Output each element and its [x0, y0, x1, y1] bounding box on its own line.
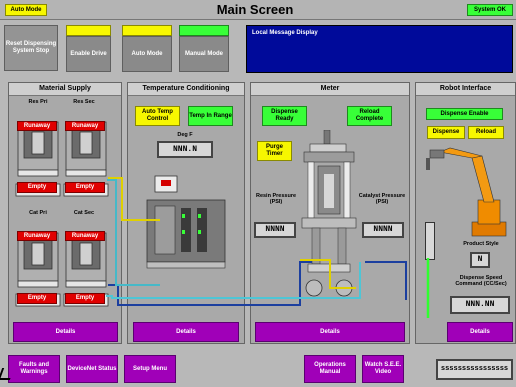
dispense-indicator: Dispense [427, 126, 465, 139]
reload-complete: Reload Complete [347, 106, 392, 126]
temperature-details-button[interactable]: Details [133, 322, 239, 342]
dispense-speed-readout: NNN.NN [450, 296, 510, 314]
resin-pressure-readout: NNNN [254, 222, 296, 238]
meter-title: Meter [251, 83, 409, 96]
catalyst-pressure-readout: NNNN [362, 222, 404, 238]
devicenet-status-button[interactable]: DeviceNet Status [66, 355, 118, 383]
robot-arm-graphic [426, 147, 507, 237]
setup-menu-button[interactable]: Setup Menu [124, 355, 176, 383]
auto-mode-badge: Auto Mode [5, 4, 47, 16]
temp-in-range: Temp In Range [188, 106, 233, 126]
heat-exchanger-graphic [146, 175, 226, 269]
res-pri-label: Res Pri [28, 99, 48, 105]
robot-title: Robot Interface [416, 83, 515, 96]
runaway-cat-pri: Runaway [17, 231, 57, 241]
system-status-badge: System OK [467, 4, 513, 16]
runaway-res-sec: Runaway [65, 121, 105, 131]
temperature-readout: NNN.N [157, 141, 213, 158]
auto-mode-indicator [122, 25, 172, 36]
resin-pressure-label: Resin Pressure (PSI) [255, 193, 297, 205]
cat-pri-label: Cat Pri [29, 210, 47, 216]
manual-mode-indicator [179, 25, 229, 36]
robot-details-button[interactable]: Details [447, 322, 513, 342]
product-style-readout: N [470, 252, 490, 268]
empty-cat-pri: Empty [17, 293, 57, 304]
message-label: Local Message Display [252, 30, 318, 36]
enable-drive-indicator [66, 25, 111, 36]
auto-mode-button[interactable]: Auto Mode [122, 36, 172, 72]
header-bar [0, 0, 516, 20]
page-title: Main Screen [216, 2, 294, 17]
auto-temp-control[interactable]: Auto Temp Control [135, 106, 180, 126]
product-style-label: Product Style [463, 241, 499, 247]
meter-details-button[interactable]: Details [255, 322, 405, 342]
dispense-nozzle [425, 222, 435, 260]
empty-cat-sec: Empty [65, 293, 105, 304]
runaway-cat-sec: Runaway [65, 231, 105, 241]
local-message-display: Local Message Display [246, 25, 513, 73]
dispense-enable: Dispense Enable [426, 108, 503, 120]
dispense-speed-label: Dispense Speed Command (CC/Sec) [455, 275, 507, 287]
temperature-title: Temperature Conditioning [128, 83, 244, 96]
reset-dispensing-button[interactable]: Reset Dispensing System Stop [4, 25, 58, 71]
res-sec-label: Res Sec [73, 99, 95, 105]
video-button[interactable]: Watch S.E.E. Video [362, 355, 404, 383]
dispense-ready: Dispense Ready [262, 106, 307, 126]
empty-res-pri: Empty [17, 182, 57, 193]
empty-res-sec: Empty [65, 182, 105, 193]
deg-f-label: Deg F [177, 132, 193, 138]
material-details-button[interactable]: Details [13, 322, 118, 342]
faults-warnings-button[interactable]: Faults and Warnings [8, 355, 60, 383]
cat-sec-label: Cat Sec [73, 210, 95, 216]
runaway-res-pri: Runaway [17, 121, 57, 131]
material-supply-title: Material Supply [9, 83, 121, 96]
manual-mode-button[interactable]: Manual Mode [179, 36, 229, 72]
enable-drive-button[interactable]: Enable Drive [66, 36, 111, 72]
reload-indicator: Reload [468, 126, 504, 139]
catalyst-pressure-label: Catalyst Pressure (PSI) [358, 193, 406, 205]
status-text-field: ssssssssssssssss [436, 359, 513, 380]
operations-manual-button[interactable]: Operations Manual [304, 355, 356, 383]
purge-timer-button[interactable]: Purge Timer [257, 141, 292, 161]
